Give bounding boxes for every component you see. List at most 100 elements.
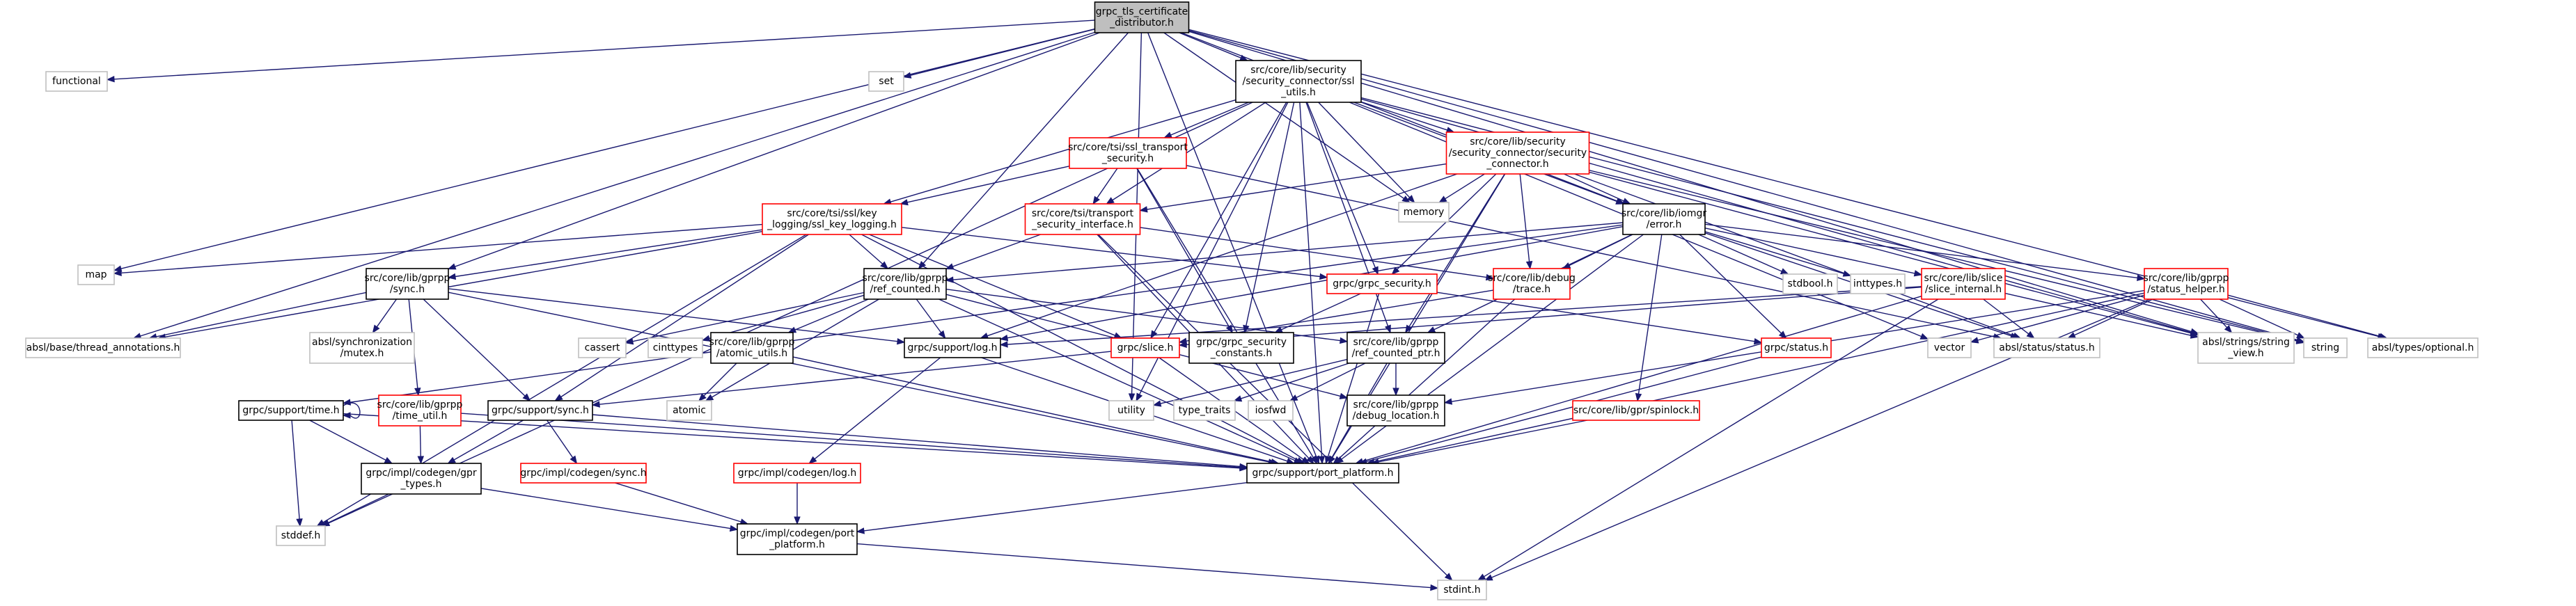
node-label: cinttypes — [653, 342, 698, 353]
edge-iomgr-error-to-gpr-spinlock — [1635, 234, 1663, 402]
edge-arrowhead — [1128, 393, 1136, 402]
node-label: grpc/support/log.h — [907, 342, 997, 353]
node-debug-location[interactable]: src/core/lib/gprpp/debug_location.h — [1346, 394, 1445, 426]
node-ssl-utils[interactable]: src/core/lib/security/security_connector… — [1235, 60, 1362, 103]
edge-line — [1366, 356, 1762, 463]
node-label: utility — [1117, 405, 1145, 416]
edge-line — [792, 356, 1272, 463]
node-status-helper[interactable]: src/core/lib/gprpp/status_helper.h — [2144, 268, 2229, 300]
node-port-platform[interactable]: grpc/support/port_platform.h — [1246, 463, 1399, 484]
node-box — [2197, 332, 2295, 364]
node-ref-counted-ptr[interactable]: src/core/lib/gprpp/ref_counted_ptr.h — [1346, 332, 1445, 364]
node-gprpp-sync[interactable]: src/core/lib/gprpp/sync.h — [365, 268, 450, 300]
node-security-connector[interactable]: src/core/lib/security/security_connector… — [1445, 131, 1590, 175]
node-box — [1445, 131, 1590, 175]
node-box — [77, 264, 115, 285]
edge-line — [1704, 231, 1844, 274]
node-time-util[interactable]: src/core/lib/gprpp/time_util.h — [377, 394, 463, 426]
edge-codegen-log-to-codegen-port-platform — [794, 483, 801, 525]
edge-arrowhead — [554, 394, 563, 401]
node-transport-security-interface[interactable]: src/core/tsi/transport_security_interfac… — [1024, 203, 1141, 235]
edge-line — [2227, 294, 2380, 337]
edge-line — [907, 166, 1070, 203]
edge-grpc-security-to-grpc-status — [1436, 292, 1763, 345]
node-support-log[interactable]: grpc/support/log.h — [904, 337, 1001, 358]
edge-arrowhead — [1301, 456, 1310, 464]
node-box — [647, 337, 703, 358]
edge-arrowhead — [1139, 206, 1148, 213]
node-label: src/core/tsi/ssl_transport — [1068, 142, 1188, 153]
node-ssl-transport-security[interactable]: src/core/tsi/ssl_transport_security.h — [1068, 137, 1188, 169]
node-gpr-spinlock[interactable]: src/core/lib/gpr/spinlock.h — [1572, 400, 1700, 421]
node-label: /ref_counted.h — [870, 284, 940, 295]
node-box — [2367, 337, 2479, 358]
edge-line — [599, 351, 1112, 405]
edge-line — [709, 294, 865, 340]
node-label: grpc/impl/codegen/port — [740, 528, 855, 539]
node-box — [25, 337, 181, 358]
edge-arrowhead — [1136, 392, 1143, 402]
edge-debug-trace-to-port-platform — [1333, 298, 1516, 464]
node-root[interactable]: grpc_tls_certificate_distributor.h — [1094, 1, 1190, 33]
node-support-sync[interactable]: grpc/support/sync.h — [487, 400, 593, 421]
edge-line — [120, 28, 1095, 269]
node-codegen-log[interactable]: grpc/impl/codegen/log.h — [733, 463, 861, 484]
node-box — [1235, 60, 1362, 103]
edge-time-util-to-gpr-types — [417, 425, 425, 465]
edge-arrowhead — [938, 330, 946, 340]
node-label: /atomic_utils.h — [716, 348, 787, 359]
edge-ref-counted-to-port-platform — [938, 298, 1303, 464]
node-slice-internal[interactable]: src/core/lib/slice/slice_internal.h — [1921, 268, 2006, 300]
node-label: /sync.h — [390, 284, 425, 295]
edge-arrowhead — [1430, 584, 1439, 591]
edge-arrowhead — [1333, 456, 1342, 464]
node-box — [361, 463, 482, 495]
node-box — [762, 203, 902, 235]
node-label: absl/base/thread_annotations.h — [26, 342, 180, 353]
node-box — [1993, 337, 2100, 358]
node-debug-trace[interactable]: src/core/lib/debug/trace.h — [1488, 268, 1576, 300]
edge-arrowhead — [113, 265, 123, 272]
node-grpc-security[interactable]: grpc/grpc_security.h — [1326, 273, 1438, 294]
node-label: /time_util.h — [393, 410, 448, 422]
node-label: _distributor.h — [1109, 17, 1174, 29]
node-key-logging[interactable]: src/core/tsi/ssl/key_logging/ssl_key_log… — [762, 203, 902, 235]
node-box — [2303, 337, 2348, 358]
edge-arrowhead — [1484, 574, 1493, 581]
edge-line — [1241, 362, 1350, 399]
edge-arrowhead — [570, 455, 578, 465]
node-utility: utility — [1108, 400, 1154, 421]
edge-support-log-to-codegen-log — [808, 357, 941, 464]
edge-arrowhead — [1328, 455, 1335, 465]
node-box — [45, 71, 108, 92]
node-grpc-slice[interactable]: grpc/slice.h — [1110, 337, 1180, 358]
node-support-time[interactable]: grpc/support/time.h — [238, 400, 344, 421]
node-label: stdint.h — [1443, 584, 1480, 596]
node-grpc-status[interactable]: grpc/status.h — [1761, 337, 1832, 358]
node-label: absl/status/status.h — [1999, 342, 2094, 353]
node-ref-counted[interactable]: src/core/lib/gprpp/ref_counted.h — [863, 268, 948, 300]
edge-ref-counted-ptr-to-type-traits — [1233, 362, 1350, 402]
node-gpr-types[interactable]: grpc/impl/codegen/gpr_types.h — [361, 463, 482, 495]
node-string-view: absl/strings/string_view.h — [2197, 332, 2295, 364]
node-iomgr-error[interactable]: src/core/lib/iomgr/error.h — [1621, 203, 1707, 235]
node-label: src/core/tsi/ssl/key — [787, 208, 877, 219]
node-label: iosfwd — [1255, 405, 1287, 416]
node-grpc-security-constants[interactable]: grpc/grpc_security_constants.h — [1188, 332, 1294, 364]
edge-status-helper-to-string-view — [2200, 298, 2233, 333]
node-box — [276, 525, 326, 546]
node-box — [1246, 463, 1399, 484]
node-label: src/core/lib/gprpp — [2144, 273, 2229, 284]
node-atomic-utils[interactable]: src/core/lib/gprpp/atomic_utils.h — [709, 332, 795, 364]
edge-arrowhead — [999, 334, 1009, 342]
edge-arrowhead — [945, 276, 954, 283]
node-stdbool: stdbool.h — [1782, 273, 1838, 294]
node-codegen-port-platform[interactable]: grpc/impl/codegen/port_platform.h — [737, 523, 858, 555]
node-box — [378, 394, 462, 426]
node-box — [1622, 203, 1706, 235]
edge-line — [1519, 173, 1530, 262]
edge-support-sync-to-port-platform — [592, 414, 1248, 470]
node-codegen-sync[interactable]: grpc/impl/codegen/sync.h — [520, 463, 647, 484]
edge-line — [952, 222, 1624, 280]
edge-arrowhead — [591, 401, 600, 408]
